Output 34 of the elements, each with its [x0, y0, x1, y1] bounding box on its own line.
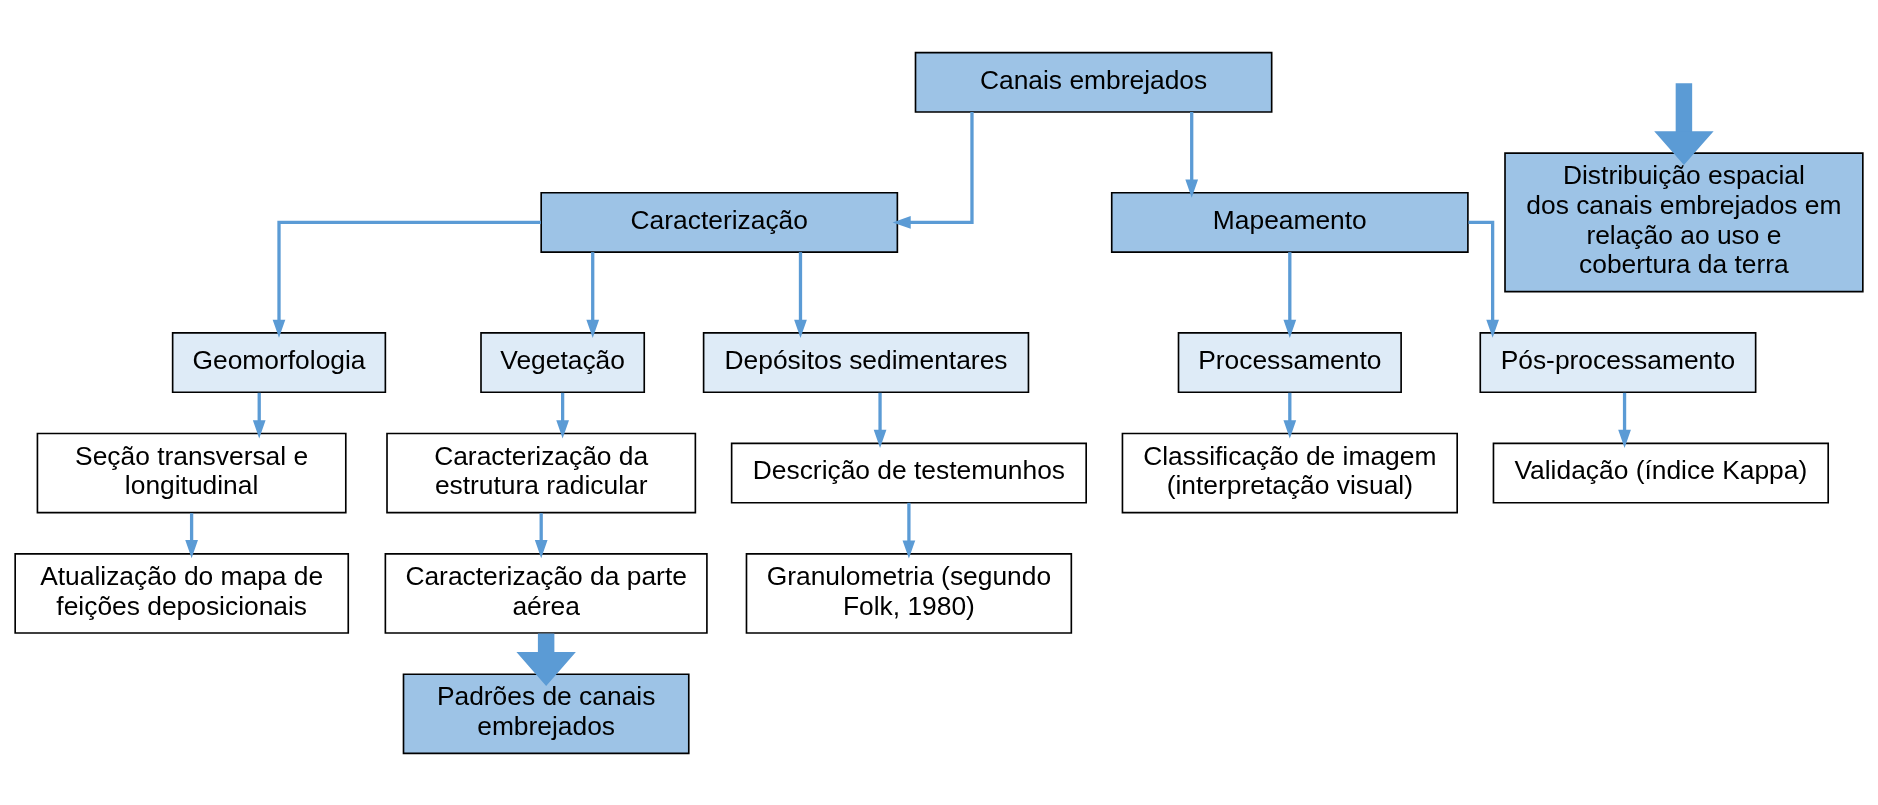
- arrow: [873, 392, 887, 448]
- arrow: [1185, 111, 1199, 198]
- arrow: [252, 392, 266, 438]
- node-box: Depósitos sedimentares: [702, 331, 1030, 393]
- arrow: [1654, 82, 1714, 165]
- node-box: Seção transversal e longitudinal: [36, 432, 347, 513]
- node-box: Padrões de canais embrejados: [402, 672, 690, 754]
- node-box: Caracterização da estrutura radicular: [386, 432, 697, 513]
- arrow: [794, 251, 807, 338]
- arrow: [185, 512, 198, 558]
- node-box: Canais embrejados: [914, 51, 1273, 113]
- arrow: [1618, 392, 1631, 448]
- node-box: Pós-processamento: [1479, 331, 1757, 393]
- node-box: Distribuição espacial dos canais embrejados em relação ao uso e cobertura da terra: [1504, 151, 1864, 293]
- arrow: [272, 220, 541, 338]
- node-box: Granulometria (segundo Folk, 1980): [745, 552, 1073, 634]
- arrow: [516, 633, 576, 686]
- node-box: Classificação de imagem (interpretação visual): [1121, 432, 1458, 513]
- node-box: Mapeamento: [1110, 191, 1469, 253]
- node-box: Descrição de testemunhos: [730, 442, 1087, 504]
- arrow: [1283, 392, 1297, 438]
- node-box: Validação (índice Kappa): [1492, 442, 1830, 504]
- node-box: Atualização do mapa de feições deposicionais: [14, 552, 350, 634]
- arrow: [586, 251, 600, 338]
- arrow: [534, 512, 548, 558]
- node-box: Vegetação: [480, 331, 646, 393]
- arrow: [892, 111, 974, 229]
- node-box: Caracterização: [540, 191, 899, 253]
- node-box: Processamento: [1177, 331, 1402, 393]
- arrow: [1283, 251, 1297, 338]
- node-box: Geomorfologia: [171, 331, 387, 393]
- arrow: [902, 502, 916, 559]
- arrow: [556, 392, 569, 438]
- node-box: Caracterização da parte aérea: [384, 552, 708, 634]
